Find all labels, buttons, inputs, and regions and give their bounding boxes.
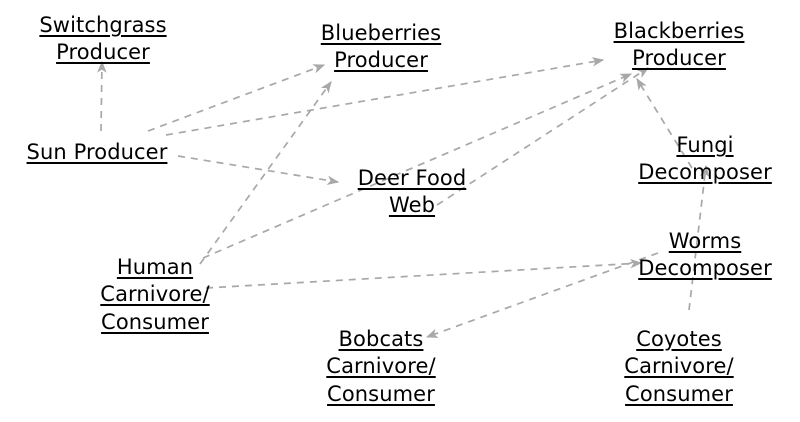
edge-deer-to-blackberries (436, 67, 649, 206)
edge-human-to-worms (205, 258, 643, 289)
node-bobcats-line-2: Carnivore/ (326, 354, 436, 379)
node-coyotes-line-2: Carnivore/ (624, 354, 734, 379)
node-coyotes-line-3: Consumer (625, 381, 733, 406)
node-switchgrass-line-2: Producer (56, 40, 150, 65)
edge-sun-to-deer (177, 155, 340, 185)
node-sun-line-1: Sun Producer (26, 140, 168, 164)
node-deer-line-2: Web (388, 193, 436, 218)
node-blackberries-line-2: Producer (632, 46, 726, 71)
node-sun: Sun Producer (27, 139, 168, 166)
edge-sun-to-switchgrass (97, 60, 107, 132)
node-fungi-line-1: Fungi (676, 133, 734, 157)
edge-worms-to-bobcats (425, 252, 659, 338)
node-coyotes-line-1: Coyotes (636, 327, 722, 351)
node-blueberries-line-1: Blueberries (320, 21, 442, 45)
node-bobcats-line-1: Bobcats (338, 327, 424, 351)
node-fungi-line-2: Decomposer (638, 160, 772, 185)
node-human-line-1: Human (116, 255, 194, 279)
edge-human-to-blueberries (199, 81, 332, 265)
node-worms-line-2: Decomposer (638, 256, 772, 281)
node-human-line-2: Carnivore/ (100, 282, 210, 307)
node-worms-line-1: Worms (668, 229, 742, 253)
node-deer-line-1: Deer Food (357, 166, 467, 190)
node-bobcats-line-3: Consumer (327, 381, 435, 406)
node-blueberries-line-2: Producer (334, 48, 428, 73)
node-human-line-3: Consumer (101, 309, 209, 334)
node-switchgrass-line-1: Switchgrass (39, 13, 167, 37)
node-blackberries-line-1: Blackberries (613, 19, 745, 43)
edge-sun-to-blueberries (147, 64, 326, 132)
